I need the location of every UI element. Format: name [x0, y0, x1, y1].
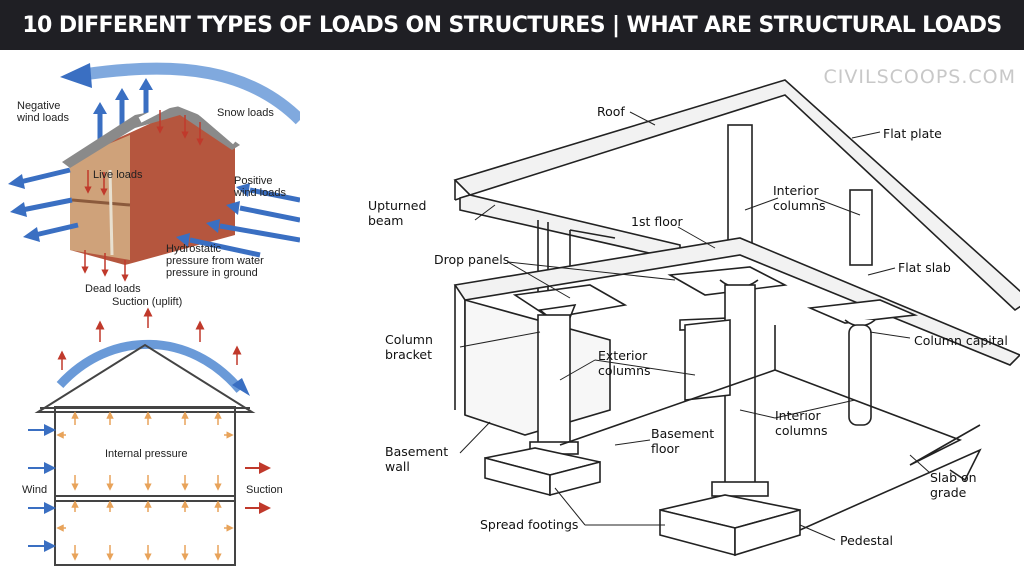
label-suction: Suction	[246, 484, 283, 496]
label-first-floor: 1st floor	[631, 214, 683, 229]
title-banner: 10 DIFFERENT TYPES OF LOADS ON STRUCTURE…	[0, 0, 1024, 50]
label-flat-plate: Flat plate	[883, 126, 942, 141]
label-interior-columns-bottom: Interior columns	[775, 408, 828, 438]
structure-diagram	[453, 79, 1020, 557]
label-live-loads: Live loads	[93, 169, 143, 181]
label-exterior-columns: Exterior columns	[598, 348, 651, 378]
label-basement-wall: Basement wall	[385, 444, 449, 474]
label-suction-uplift: Suction (uplift)	[112, 296, 183, 308]
label-column-bracket: Column bracket	[385, 332, 433, 362]
label-snow-loads: Snow loads	[217, 107, 274, 119]
house-loads-illustration	[8, 62, 300, 282]
label-basement-floor: Basement floor	[651, 426, 715, 456]
page-title: 10 DIFFERENT TYPES OF LOADS ON STRUCTURE…	[22, 12, 1002, 38]
label-positive-wind: Positive wind loads	[234, 175, 286, 199]
label-roof: Roof	[597, 104, 625, 119]
label-pedestal: Pedestal	[840, 533, 893, 548]
label-wind: Wind	[22, 484, 48, 496]
label-drop-panels: Drop panels	[434, 252, 510, 267]
label-hydrostatic: Hydrostatic pressure from water pressure…	[166, 243, 264, 279]
label-column-capital: Column capital	[914, 333, 1008, 348]
watermark: CIVILSCOOPS.COM	[823, 66, 1016, 88]
label-spread-footings: Spread footings	[480, 517, 579, 532]
label-negative-wind: Negative wind loads	[17, 100, 69, 124]
label-dead-loads: Dead loads	[85, 283, 141, 295]
pressure-diagram	[28, 307, 271, 566]
label-interior-columns-top: Interior columns	[773, 183, 826, 213]
label-slab-on-grade: Slab on grade	[930, 470, 977, 500]
label-flat-slab: Flat slab	[898, 260, 951, 275]
label-internal-pressure: Internal pressure	[105, 448, 188, 460]
label-upturned-beam: Upturned beam	[368, 198, 427, 228]
